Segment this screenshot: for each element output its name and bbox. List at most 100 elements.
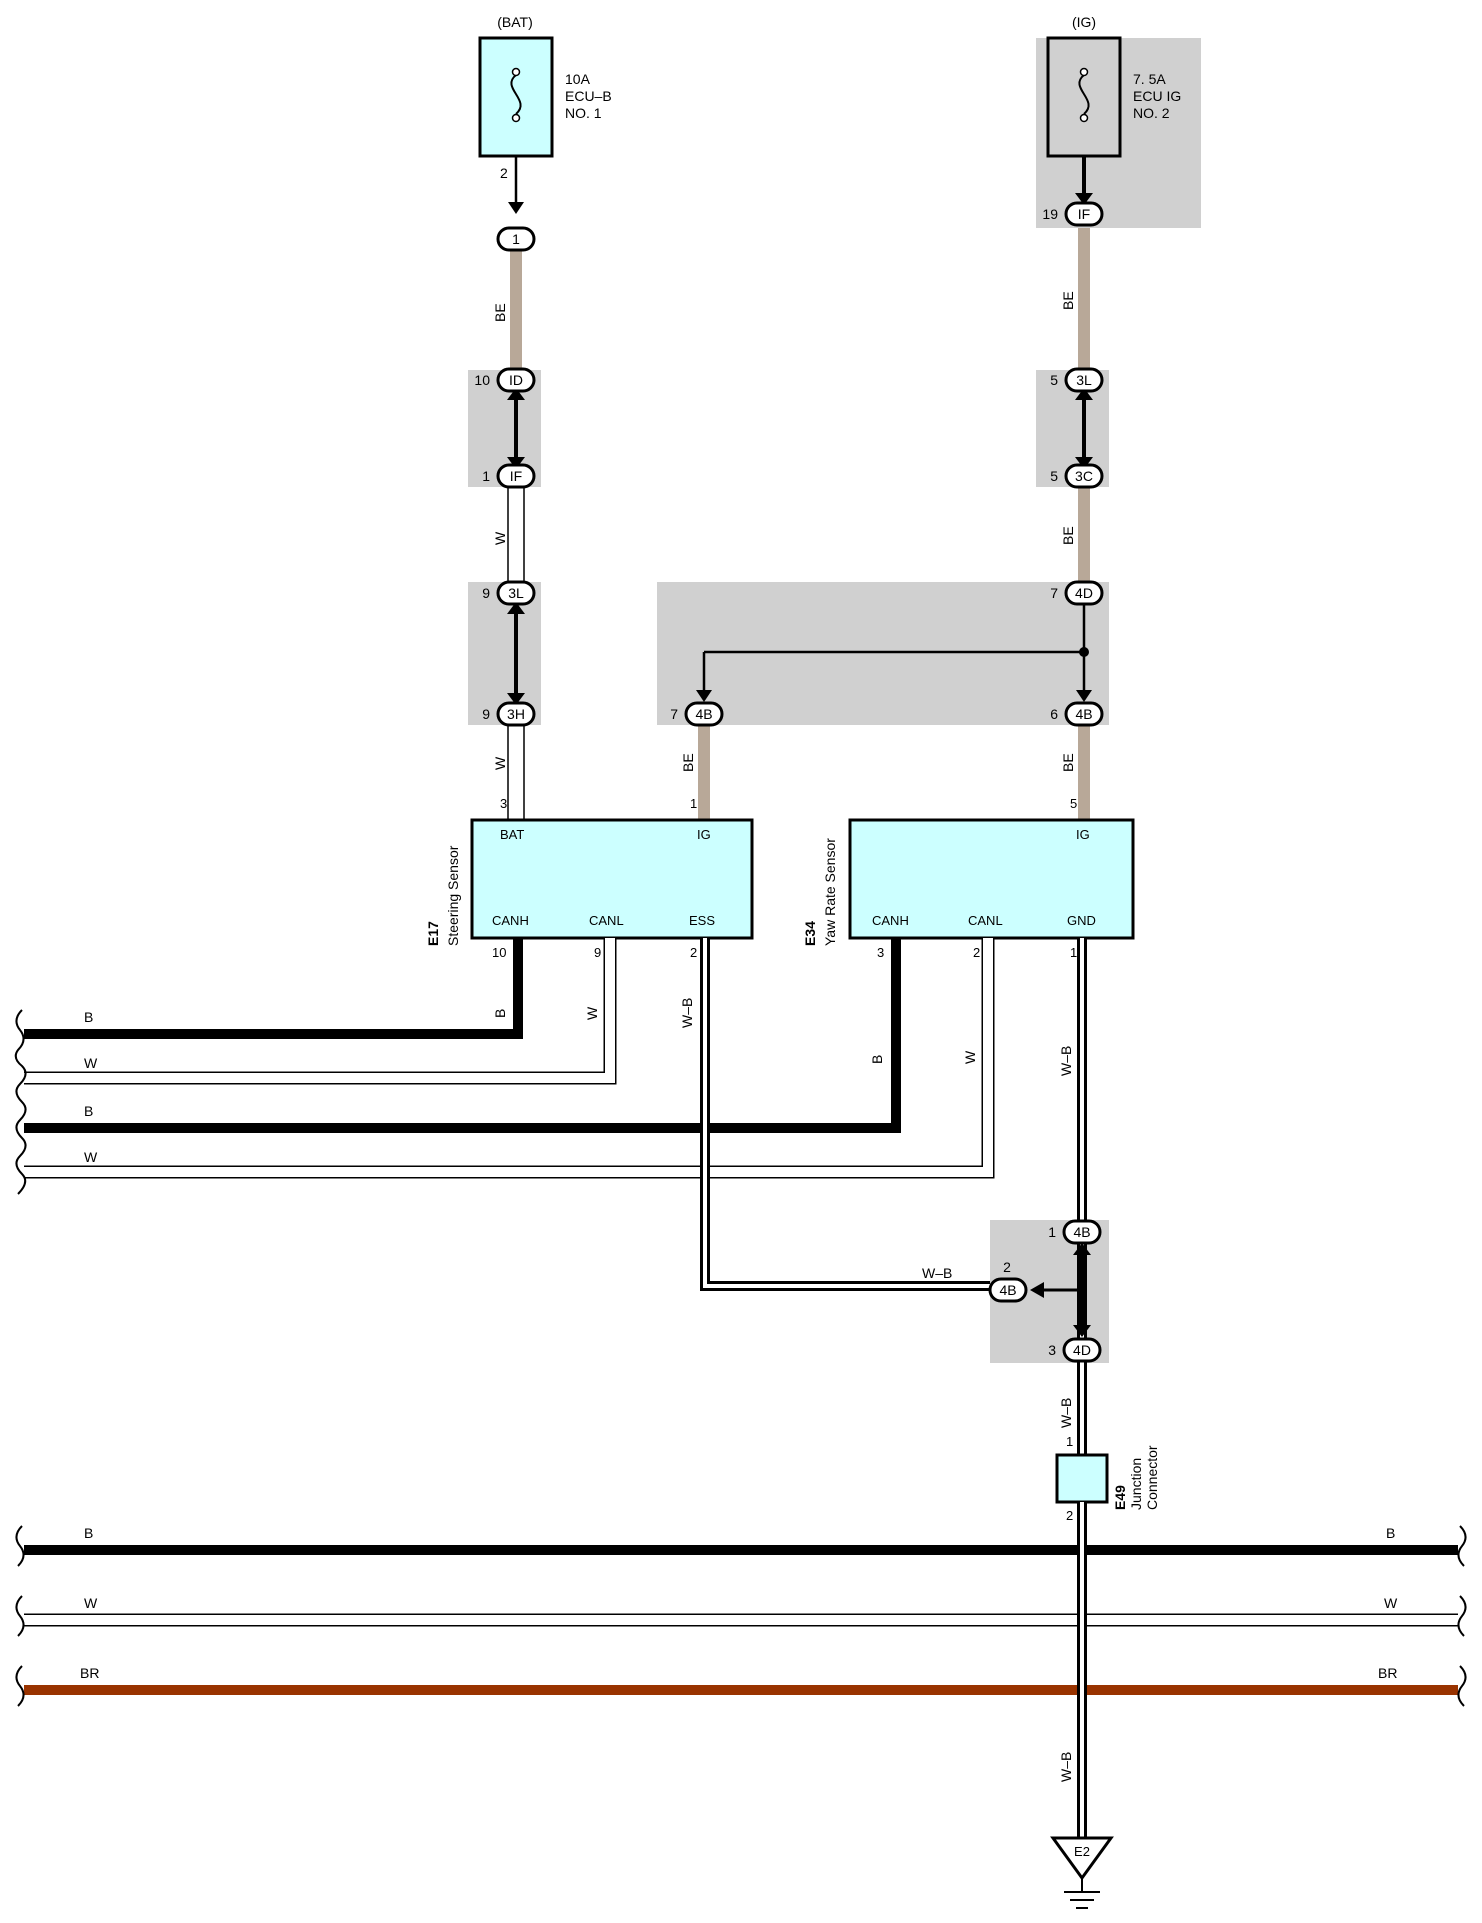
connector-4b-2: 4B2 [988,1259,1028,1303]
wire-label-be-4: BE [680,753,696,772]
svg-text:7: 7 [670,706,678,722]
e34-gnd-label: GND [1067,913,1096,928]
svg-text:4D: 4D [1073,1342,1091,1358]
e49-pin-top: 1 [1066,1434,1073,1449]
wire-label-w-canl17: W [584,1006,600,1020]
svg-text:5: 5 [1050,372,1058,388]
junction-connector: 1 2 E49 Junction Connector [1055,1434,1160,1523]
svg-text:3L: 3L [1076,372,1092,388]
svg-text:4B: 4B [695,706,712,722]
connector-if-right: IF 19 [1042,201,1104,227]
e17-pin-ess: 2 [690,945,697,960]
wire-be-2 [1078,228,1090,372]
e34-ig-label: IG [1076,827,1090,842]
e34-pin-canl: 2 [973,945,980,960]
bat-fuse-symbol [510,74,522,115]
wire-label-be-5: BE [1060,753,1076,772]
connector-4b-1: 4B1 [1048,1219,1102,1245]
wire-label-b-canh34: B [869,1055,885,1064]
connector-4b-7: 4B 7 [670,701,724,727]
bus-left: B W B W [14,1009,98,1195]
e17-bat-label: BAT [500,827,524,842]
svg-text:19: 19 [1042,206,1058,222]
ground-label: E2 [1074,1844,1090,1859]
bat-fuse-rating: 10A [565,71,591,87]
e34-canh-label: CANH [872,913,909,928]
connector-4b-6: 4B 6 [1050,701,1104,727]
bus-label-br: BR [80,1665,99,1681]
bat-fuse-name: ECU–B [565,88,612,104]
connector-4d-3: 4D 3 [1048,1337,1102,1363]
shade-4d-4b [657,582,1109,725]
svg-text:10: 10 [474,372,490,388]
svg-text:7: 7 [1050,585,1058,601]
wire-label-w-canl34: W [962,1050,978,1064]
bus-label-w1: W [84,1055,98,1071]
svg-text:6: 6 [1050,706,1058,722]
wire-be-1 [510,250,522,372]
ig-fuse-name: ECU IG [1133,88,1181,104]
wire-label-wb-j: W–B [922,1265,952,1281]
bus-label-w3: W [84,1595,98,1611]
e34-pin-canh: 3 [877,945,884,960]
yaw-rate-sensor: IG CANH CANL GND E34 Yaw Rate Sensor 5 3… [802,796,1135,960]
steering-sensor: BAT IG CANH CANL ESS E17 Steering Sensor… [425,796,754,960]
svg-text:9: 9 [482,706,490,722]
e17-ess-label: ESS [689,913,715,928]
svg-text:1: 1 [1048,1224,1056,1240]
wire-be-5 [1078,725,1090,820]
bat-fuse-pin: 2 [500,165,508,181]
e17-code: E17 [425,921,441,946]
connector-3c: 3C 5 [1050,463,1104,489]
e17-canh-label: CANH [492,913,529,928]
ig-fuse-symbol [1078,74,1090,115]
svg-text:4B: 4B [1075,706,1092,722]
ig-fuse-number: NO. 2 [1133,105,1170,121]
wire-label-wb-ess: W–B [679,998,695,1028]
wire-e34-canh [24,938,901,1133]
wire-be-4 [698,725,710,820]
wire-w-2 [507,724,525,821]
wire-ess [700,938,990,1291]
wire-label-be-2: BE [1060,291,1076,310]
svg-text:5: 5 [1050,468,1058,484]
svg-text:3C: 3C [1075,468,1093,484]
wire-w-1 [507,486,525,583]
bus-label-w2: W [84,1149,98,1165]
wire-label-w-2: W [492,756,508,770]
svg-text:2: 2 [1003,1259,1011,1275]
connector-if-left: IF1 [482,463,536,489]
svg-text:4D: 4D [1075,585,1093,601]
e17-pin-bat: 3 [500,796,507,811]
svg-text:3L: 3L [508,585,524,601]
e17-ig-label: IG [697,827,711,842]
bus-label-b3-right: B [1386,1525,1395,1541]
shade-3l-3h [468,582,541,725]
bus-label-br-right: BR [1378,1665,1397,1681]
bus-label-w3-right: W [1384,1595,1398,1611]
wire-label-b-canh17: B [492,1009,508,1018]
connector-3l-right: 3L 5 [1050,367,1104,393]
connector-3h: 3H9 [482,701,536,727]
e49-pin-bottom: 2 [1066,1508,1073,1523]
svg-text:3: 3 [1048,1342,1056,1358]
e49-line2: Connector [1144,1445,1160,1510]
e34-pin-gnd: 1 [1070,945,1077,960]
e34-canl-label: CANL [968,913,1003,928]
svg-text:1: 1 [482,468,490,484]
connector-3l-left: 3L9 [482,580,536,606]
e17-pin-canl: 9 [594,945,601,960]
wire-e17-canh [24,938,523,1039]
svg-text:IF: IF [1078,206,1090,222]
e17-name: Steering Sensor [445,845,461,946]
wire-label-be-3: BE [1060,526,1076,545]
bat-fuse-number: NO. 1 [565,105,602,121]
bus-label-b3: B [84,1525,93,1541]
e49-line1: Junction [1128,1458,1144,1510]
bus-label-b2: B [84,1103,93,1119]
bat-fuse: (BAT) 10A ECU–B NO. 1 [478,14,612,158]
e17-pin-canh: 10 [492,945,506,960]
svg-text:4B: 4B [999,1282,1016,1298]
